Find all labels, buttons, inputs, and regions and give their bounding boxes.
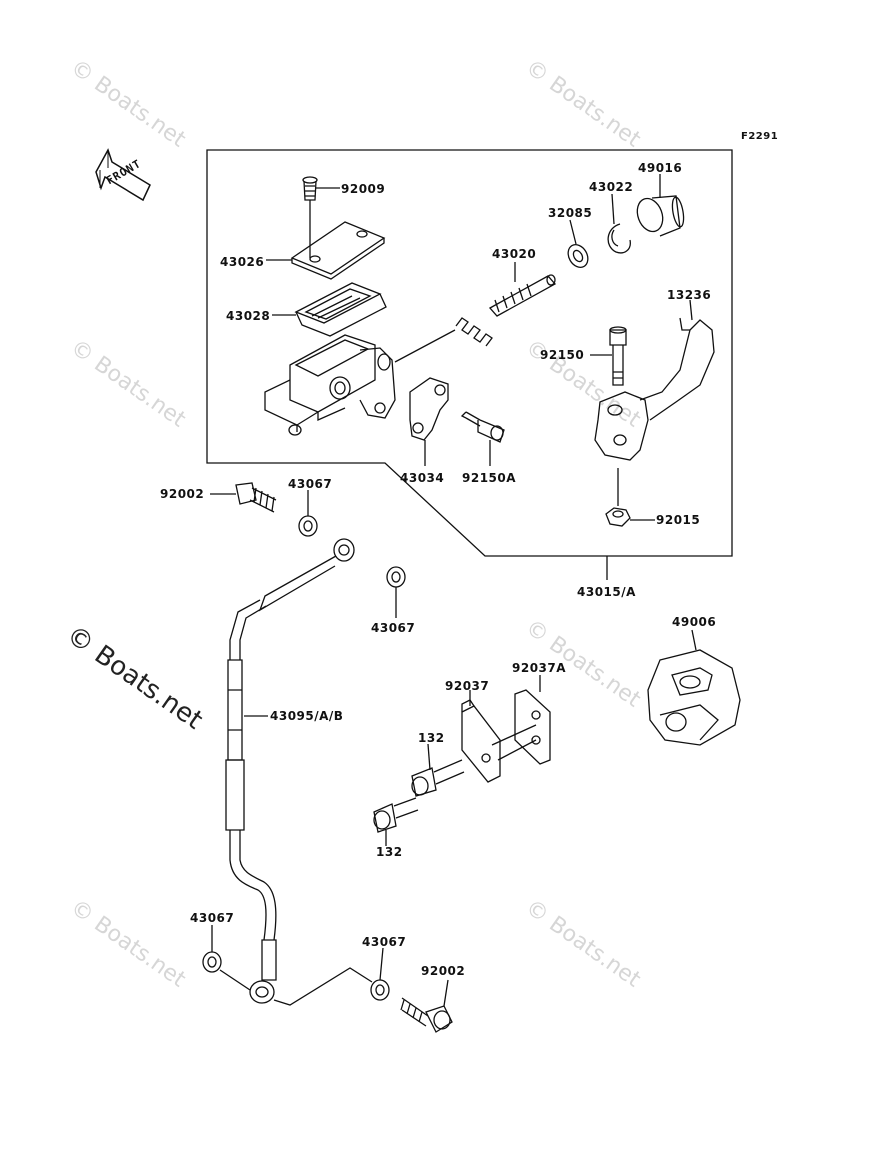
part-label-92037: 92037	[445, 679, 490, 693]
assembly-frame	[206, 149, 733, 557]
bolt-92150a	[460, 411, 505, 466]
part-label-43067-bottom-right: 43067	[362, 935, 407, 949]
reservoir-cap-43026	[266, 200, 386, 280]
pivot-bolt-92150	[590, 326, 627, 386]
screw-92009	[302, 176, 340, 201]
part-label-43022: 43022	[589, 180, 634, 194]
piston-spring-43020	[455, 262, 557, 347]
part-label-43095: 43095/A/B	[270, 709, 344, 723]
washer-32085	[567, 219, 589, 268]
part-label-92150: 92150	[540, 348, 585, 362]
part-label-92015: 92015	[656, 513, 701, 527]
washer-43067-bottom-right	[370, 947, 390, 1001]
washer-43067-top	[298, 490, 318, 537]
figure-code: F2291	[741, 131, 779, 142]
part-label-43020: 43020	[492, 247, 537, 261]
bracket-92037	[461, 690, 501, 783]
washer-43067-bottom-left	[202, 925, 222, 973]
part-label-43034: 43034	[400, 471, 445, 485]
part-label-92002-top: 92002	[160, 487, 205, 501]
part-label-43015a: 43015/A	[577, 585, 636, 599]
part-label-43067-bottom-left: 43067	[190, 911, 235, 925]
dust-boot-49016	[636, 174, 685, 237]
part-label-49006: 49006	[672, 615, 717, 629]
part-label-132-top: 132	[418, 731, 445, 745]
part-label-43067-top: 43067	[288, 477, 333, 491]
banjo-bolt-92002-bottom	[400, 979, 453, 1033]
brake-lever-13236	[594, 299, 715, 461]
part-label-43028: 43028	[226, 309, 271, 323]
part-label-43026: 43026	[220, 255, 265, 269]
part-label-13236: 13236	[667, 288, 712, 302]
part-label-92002-bottom: 92002	[421, 964, 466, 978]
circlip-43022	[607, 193, 631, 254]
part-label-92009: 92009	[341, 182, 386, 196]
bolt-132-bottom	[373, 797, 419, 846]
part-label-49016: 49016	[638, 161, 683, 175]
front-arrow-icon	[95, 148, 151, 202]
part-label-43067-mid: 43067	[371, 621, 416, 635]
clamp-43034	[409, 377, 449, 466]
nut-92015	[605, 468, 655, 527]
part-label-92037a: 92037A	[512, 661, 567, 675]
part-label-132-bottom: 132	[376, 845, 403, 859]
part-label-92150a: 92150A	[462, 471, 517, 485]
banjo-bolt-92002-top	[210, 482, 277, 513]
bracket-92037a	[491, 675, 551, 765]
diaphragm-43028	[272, 282, 387, 337]
bolt-132-top	[411, 743, 465, 797]
washer-43067-mid	[386, 566, 406, 618]
brake-hose-43095	[219, 538, 373, 1006]
switch-49006	[647, 629, 741, 746]
master-cylinder-body	[264, 329, 456, 436]
part-label-32085: 32085	[548, 206, 593, 220]
